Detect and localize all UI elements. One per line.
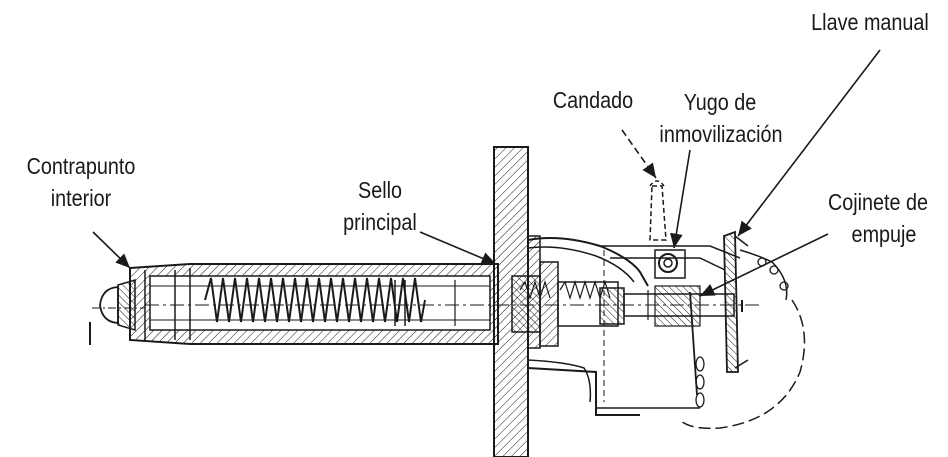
label-yugo-line2: inmovilización: [659, 121, 783, 147]
main-barrel: [129, 263, 499, 345]
handwheel: [723, 230, 749, 373]
label-cojinete-line1: Cojinete de: [827, 189, 929, 215]
label-llave: Llave manual: [811, 9, 929, 35]
seal-assembly: [511, 261, 625, 347]
inner-centre-nose: [89, 278, 145, 345]
housing-bracket: [527, 237, 741, 416]
label-candado: Candado: [552, 87, 634, 113]
label-sello-line1: Sello: [358, 177, 402, 203]
padlock-dashed: [649, 180, 667, 241]
label-yugo-line1: Yugo de: [683, 89, 757, 115]
spring-coil: [204, 277, 426, 323]
chain-pin: [679, 249, 806, 430]
label-contrapunto-line2: interior: [50, 185, 112, 211]
label-sello-line2: principal: [343, 209, 417, 235]
leader-lines: [92, 49, 881, 297]
drive-shaft: [623, 285, 735, 327]
locking-yoke: [654, 249, 686, 279]
label-cojinete-line2: empuje: [851, 221, 917, 247]
label-contrapunto-line1: Contrapunto: [26, 153, 136, 179]
